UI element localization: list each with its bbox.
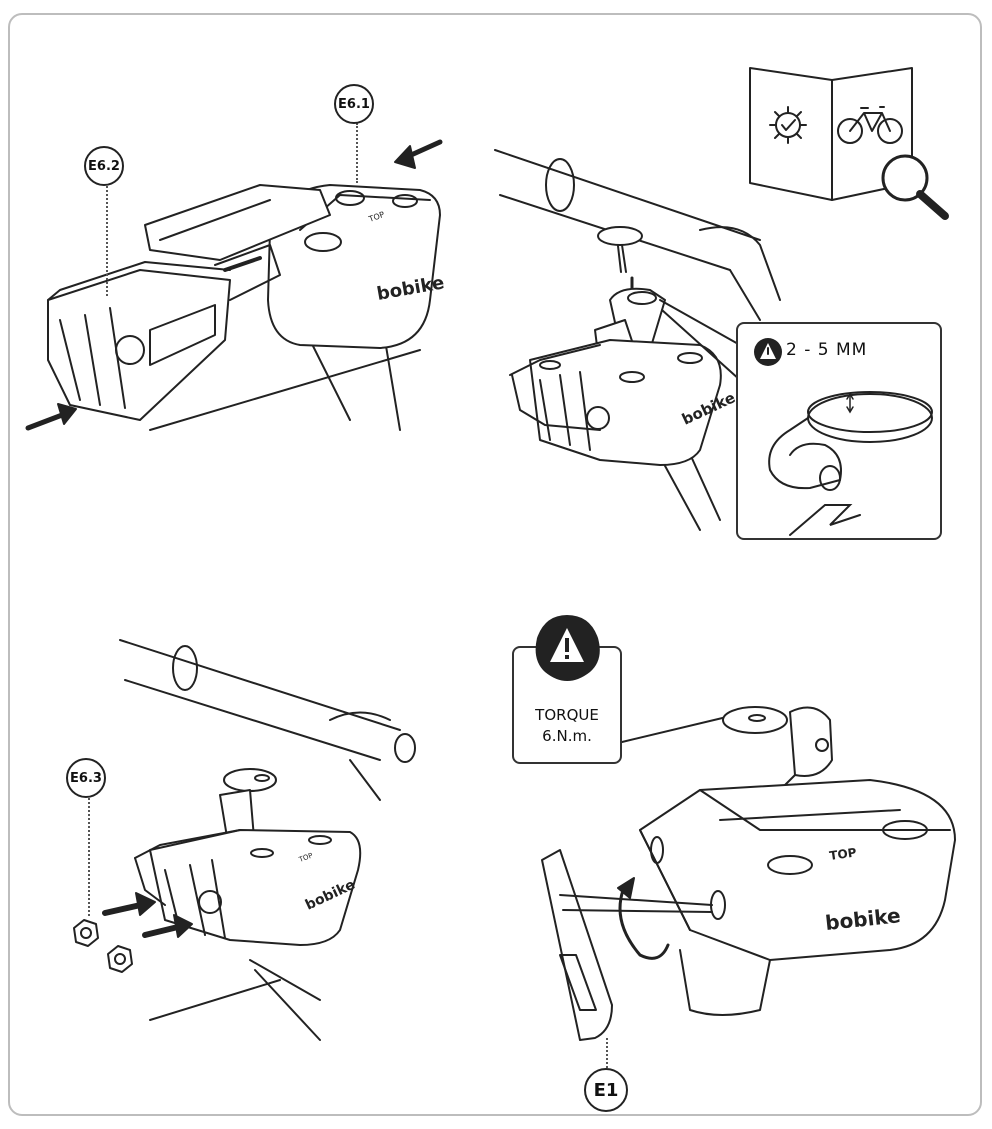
torque-line1: TORQUE xyxy=(535,706,599,724)
torque-line2: 6.N.m. xyxy=(542,727,592,745)
nut-icon xyxy=(73,919,99,947)
callout-e1: E1 xyxy=(584,1068,628,1112)
torque-text: TORQUE 6.N.m. xyxy=(512,705,622,747)
leader-e61 xyxy=(356,123,358,183)
callout-e62: E6.2 xyxy=(84,146,124,186)
panel-1-clamp-slide: bobike TOP xyxy=(25,139,446,431)
rotation-arrow-icon xyxy=(617,877,670,960)
panel-4-tighten: TOP bobike xyxy=(541,706,956,1041)
panel-3-fit-nuts: bobike TOP xyxy=(73,639,416,1041)
bicycle-icon xyxy=(837,106,903,144)
warning-icon xyxy=(754,338,782,366)
warning-icon xyxy=(535,615,600,681)
leader-e1 xyxy=(606,1038,608,1068)
manual-icon-box xyxy=(749,67,949,220)
svg-text:TOP: TOP xyxy=(828,845,857,863)
leader-e62 xyxy=(106,186,108,296)
callout-e61: E6.1 xyxy=(334,84,374,124)
gap-label: 2 - 5 MM xyxy=(786,340,868,360)
magnifier-icon xyxy=(881,154,949,220)
panel-2-insert-bolt: bobike xyxy=(494,149,781,531)
leader-e63 xyxy=(88,798,90,916)
nut-icon xyxy=(107,945,133,973)
page-frame xyxy=(8,13,982,1116)
callout-e63: E6.3 xyxy=(66,758,106,798)
gear-check-icon xyxy=(769,106,807,144)
